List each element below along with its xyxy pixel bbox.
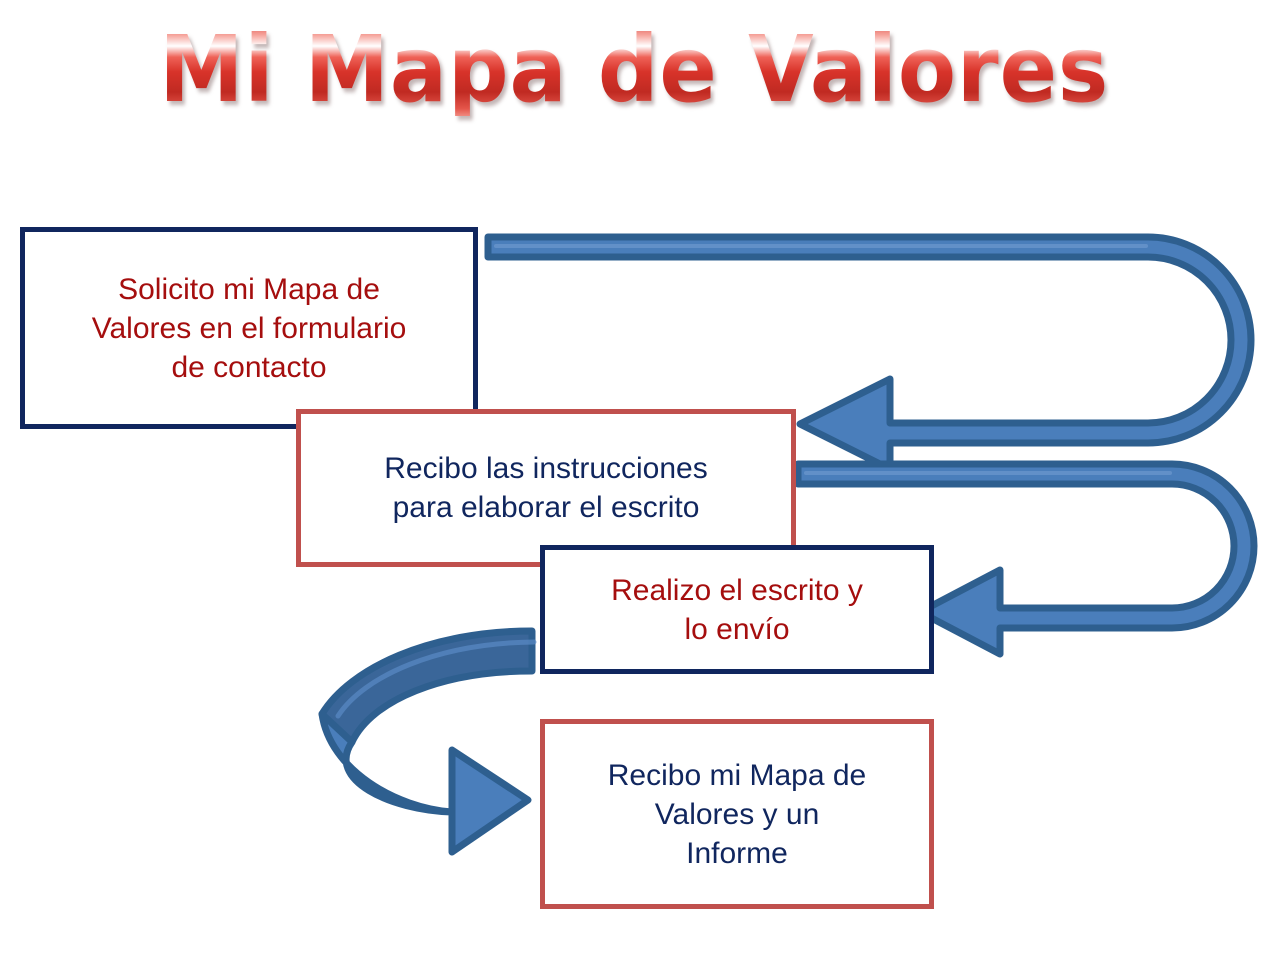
process-step-1[interactable]: Solicito mi Mapa de Valores en el formul…: [20, 227, 478, 429]
process-step-4[interactable]: Recibo mi Mapa de Valores y un Informe: [540, 719, 934, 909]
process-step-3-label: Realizo el escrito y lo envío: [611, 573, 863, 646]
process-step-2[interactable]: Recibo las instrucciones para elaborar e…: [296, 409, 796, 567]
process-step-3[interactable]: Realizo el escrito y lo envío: [540, 545, 934, 674]
u-turn-arrow-body-1: [484, 233, 1255, 473]
process-step-2-label: Recibo las instrucciones para elaborar e…: [384, 452, 708, 524]
process-step-4-label: Recibo mi Mapa de Valores y un Informe: [607, 758, 867, 870]
process-step-1-label: Solicito mi Mapa de Valores en el formul…: [91, 272, 407, 384]
connector-u-turn-1: [484, 233, 1255, 473]
connector-u-turn-2: [794, 460, 1258, 658]
u-turn-arrow-body-2: [794, 460, 1258, 658]
